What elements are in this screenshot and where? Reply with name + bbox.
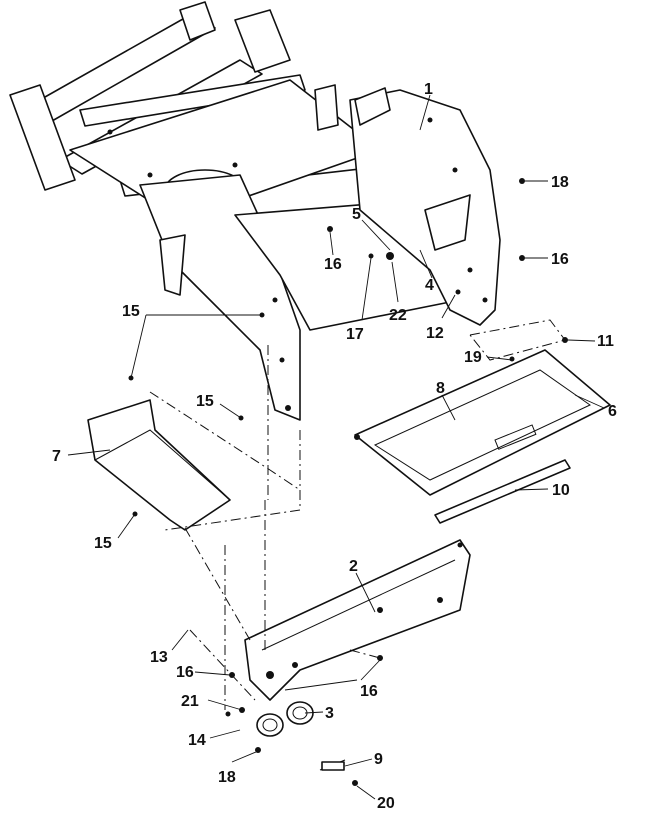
rear-upright (314, 84, 339, 131)
callout-22: 22 (389, 307, 407, 324)
rear-bracket-top (179, 1, 216, 41)
callout-2: 2 (349, 558, 358, 575)
tray-body (87, 399, 231, 531)
callout-1: 1 (424, 81, 433, 98)
callout-labels: 1 2 3 4 5 6 7 8 9 10 11 12 13 14 15 15 1… (52, 81, 617, 812)
bushings (256, 701, 314, 737)
leader-lines (67, 94, 605, 800)
lower-crossmember (244, 539, 471, 701)
right-latch (424, 194, 471, 251)
part-10-strip (434, 459, 571, 524)
callout-4: 4 (425, 277, 434, 294)
callout-15-low: 15 (94, 535, 112, 552)
callout-3: 3 (325, 705, 334, 722)
right-side-plate (349, 89, 501, 326)
callout-15-mid: 15 (196, 393, 214, 410)
cross-tube-rear (79, 74, 306, 127)
callout-6: 6 (608, 403, 617, 420)
pan-body (354, 349, 611, 496)
callout-18-bottom: 18 (218, 769, 236, 786)
assembly-lines (149, 345, 381, 710)
bushing-b (256, 713, 284, 737)
right-pan (354, 349, 611, 496)
crossmember-body (244, 539, 471, 701)
callout-11: 11 (597, 333, 614, 350)
callout-9: 9 (374, 751, 383, 768)
callout-17: 17 (346, 326, 364, 343)
callout-5: 5 (352, 206, 361, 223)
callout-21: 21 (181, 693, 199, 710)
callout-16-lower-right: 16 (360, 683, 378, 700)
right-upper-tab (354, 87, 391, 126)
callout-18-right: 18 (551, 174, 569, 191)
callout-10: 10 (552, 482, 570, 499)
callout-12: 12 (426, 325, 444, 342)
left-end-plate (9, 84, 76, 191)
callout-16-right: 16 (551, 251, 569, 268)
left-tray (87, 399, 231, 531)
main-frame (9, 1, 501, 421)
callout-16-center: 16 (324, 256, 342, 273)
callout-19: 19 (464, 349, 482, 366)
callout-20: 20 (377, 795, 395, 812)
callout-8: 8 (436, 380, 445, 397)
callout-15-top: 15 (122, 303, 140, 320)
callout-14: 14 (188, 732, 206, 749)
left-leg (159, 234, 186, 296)
rear-hook (234, 9, 291, 73)
callout-13: 13 (150, 649, 168, 666)
bolt-20 (352, 780, 358, 786)
pin-9 (321, 761, 345, 771)
callout-16-lower-left: 16 (176, 664, 194, 681)
callout-7: 7 (52, 448, 61, 465)
pan-inner (373, 369, 591, 481)
